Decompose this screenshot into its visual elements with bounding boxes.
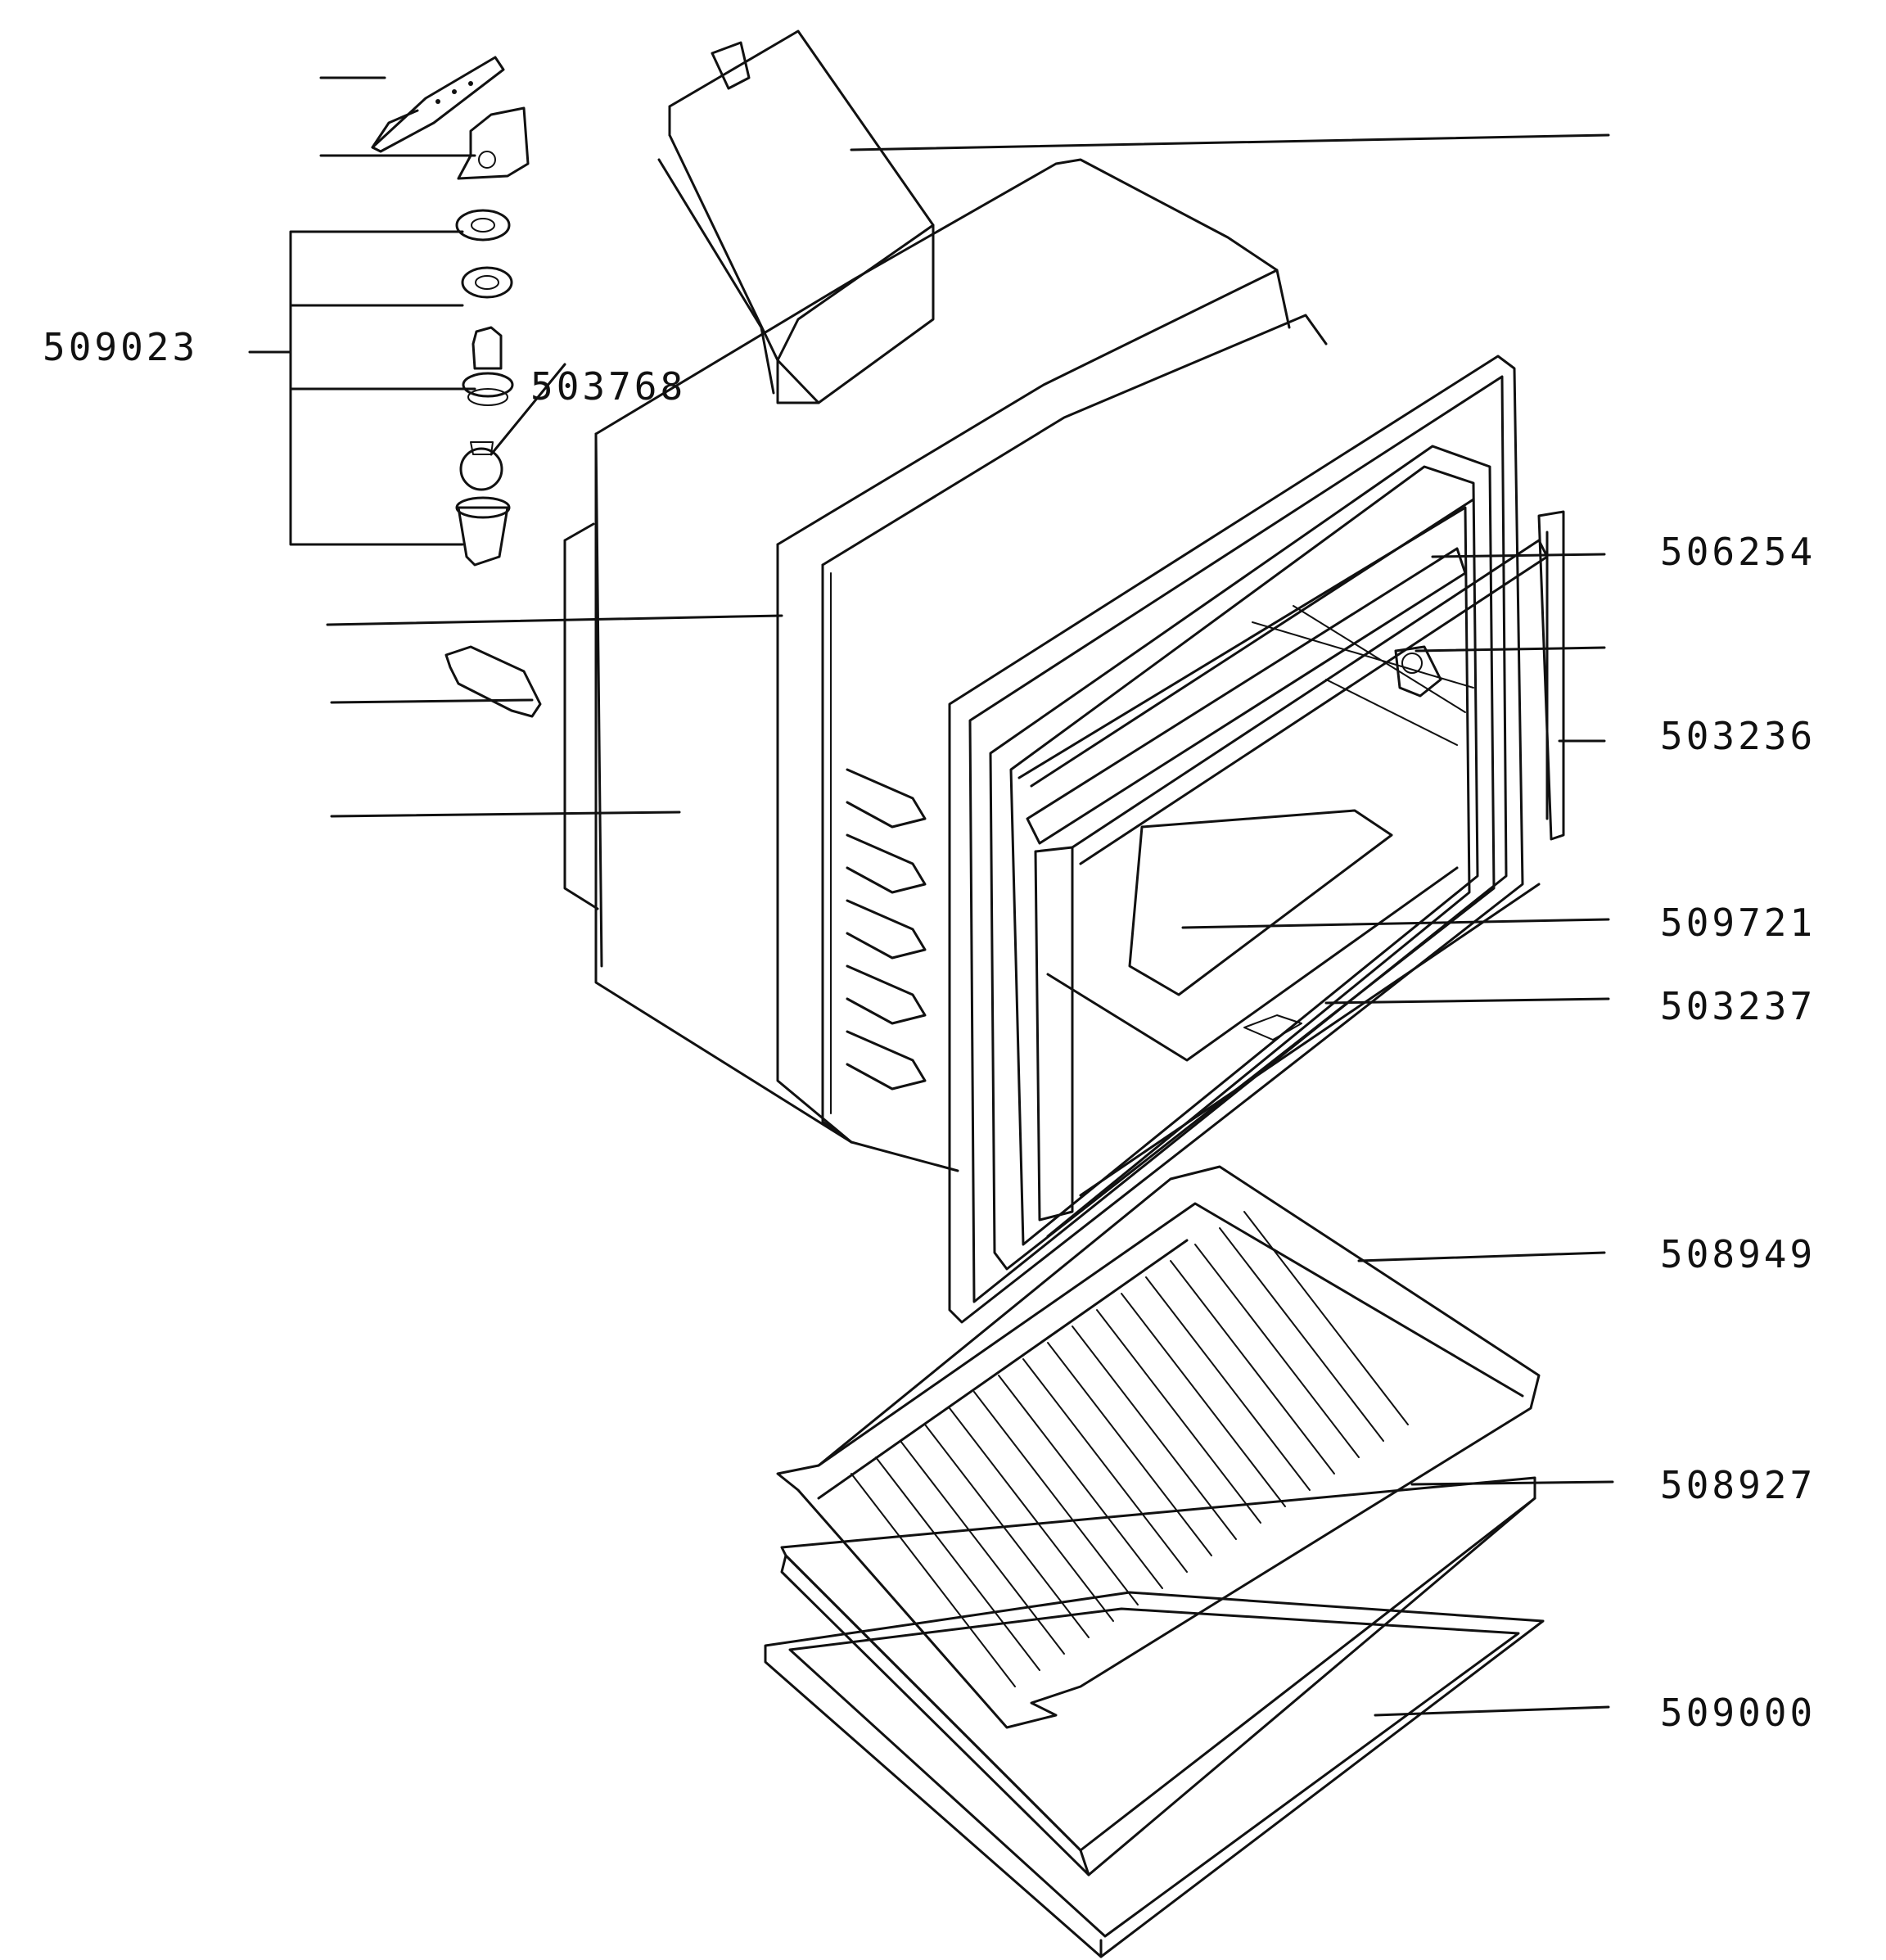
leader-508949 — [1357, 1251, 1606, 1262]
oven-front-frame — [948, 355, 1524, 1324]
part-label-503237: 503237 — [1660, 984, 1816, 1028]
lamp-cover-icon — [455, 496, 511, 567]
hinge-plate — [457, 106, 530, 180]
inner-cavity — [1017, 498, 1475, 1238]
leader-cavity-flange — [326, 614, 783, 626]
part-label-508927: 508927 — [1660, 1463, 1816, 1507]
part-label-503768: 503768 — [530, 364, 686, 409]
part-label-509000: 509000 — [1660, 1691, 1816, 1735]
door-seal — [1537, 510, 1565, 841]
side-clip-icon — [444, 645, 542, 718]
leader-lines — [248, 76, 1614, 1717]
leader-cavity-side — [330, 811, 681, 818]
lamp-nut-icon — [455, 209, 511, 242]
leader-503768 — [490, 363, 566, 456]
part-label-509023: 509023 — [43, 325, 198, 369]
leader-509721 — [1181, 918, 1610, 929]
top-left-bracket — [371, 56, 505, 153]
leader-503237 — [1324, 997, 1610, 1005]
drip-pan — [764, 1591, 1545, 1958]
leader-508927 — [1410, 1480, 1614, 1486]
leader-509023-bracket — [248, 230, 476, 546]
oven-cavity-shell — [563, 158, 1328, 1172]
wire-shelf — [776, 1165, 1541, 1729]
door-glass-frame — [1034, 539, 1549, 1222]
part-label-503236: 503236 — [1660, 714, 1816, 758]
part-label-508949: 508949 — [1660, 1232, 1816, 1276]
leader-506254 — [1431, 553, 1606, 558]
leader-509000 — [1374, 1705, 1610, 1717]
leader-side-clip — [330, 698, 534, 704]
leader-cavity-lamp — [1414, 646, 1606, 653]
top-cover-housing — [657, 29, 935, 404]
baking-tray — [780, 1476, 1536, 1876]
shelf-rails — [846, 768, 927, 1091]
lamp-socket-icon — [462, 326, 514, 406]
part-label-506254: 506254 — [1660, 530, 1816, 574]
part-label-509721: 509721 — [1660, 901, 1816, 945]
lamp-washer-icon — [461, 266, 513, 299]
cavity-lamp-icon — [1394, 645, 1442, 698]
leader-top-cover — [850, 133, 1610, 151]
